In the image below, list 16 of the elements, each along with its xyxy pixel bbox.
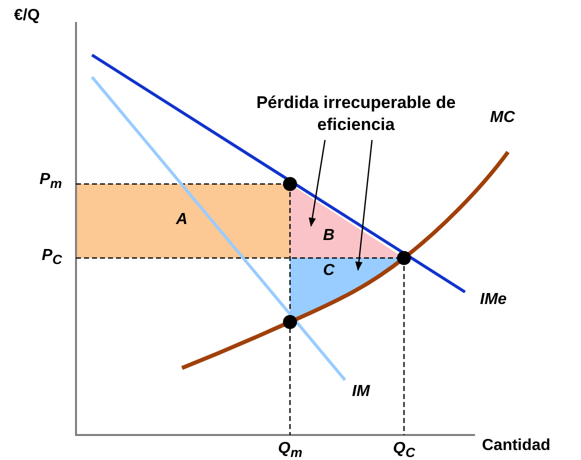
- annotation-text: Pérdida irrecuperable de eficiencia: [236, 92, 476, 136]
- axis-tick-label: P$_{m}$: [39, 172, 62, 191]
- axis-tick-label: Q$_{C}$: [393, 441, 416, 460]
- axis-tick-label: P$_{C}$: [42, 248, 62, 267]
- area-label: A: [176, 212, 188, 228]
- leader-line: [355, 140, 373, 271]
- axis-tick-label: Q$_{m}$: [278, 441, 302, 460]
- axis-title: Cantidad: [482, 438, 550, 454]
- area-label: C: [323, 263, 335, 279]
- axis-title: €/Q: [14, 8, 40, 24]
- curve-label: IM: [352, 384, 370, 400]
- curve-label: MC: [490, 110, 515, 126]
- leader-line: [308, 140, 326, 227]
- shaded-area: [76, 184, 290, 258]
- area-label: B: [323, 228, 335, 244]
- curve-label: IMe: [480, 292, 507, 308]
